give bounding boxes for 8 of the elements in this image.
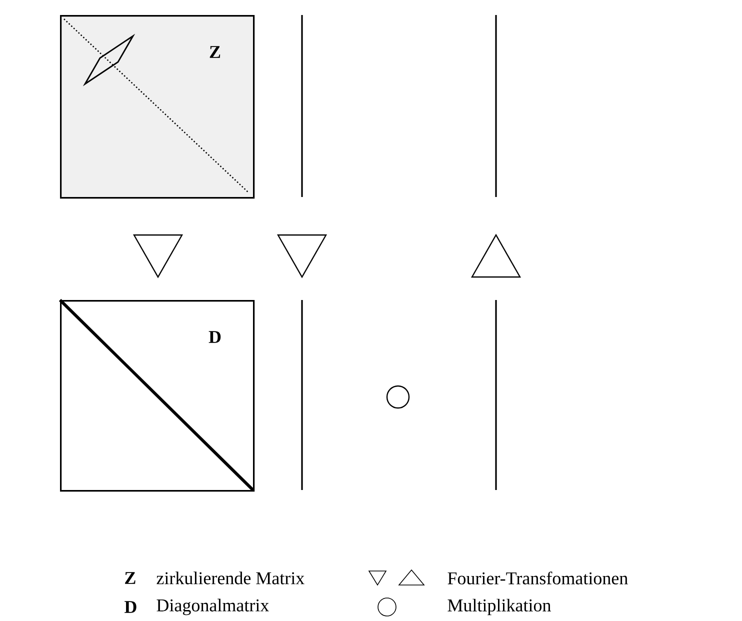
legend-text: Fourier-Transfomationen [448, 572, 628, 584]
matrix-box: Z [60, 15, 255, 199]
legend-text: Z [125, 572, 136, 584]
matrix-box: D [58, 298, 255, 492]
legend-text: Diagonalmatrix [156, 598, 269, 616]
legend-text: zirkulierende Matrix [156, 572, 304, 584]
legend-text: Multiplikation [448, 598, 551, 616]
legend-text: D [124, 601, 136, 613]
